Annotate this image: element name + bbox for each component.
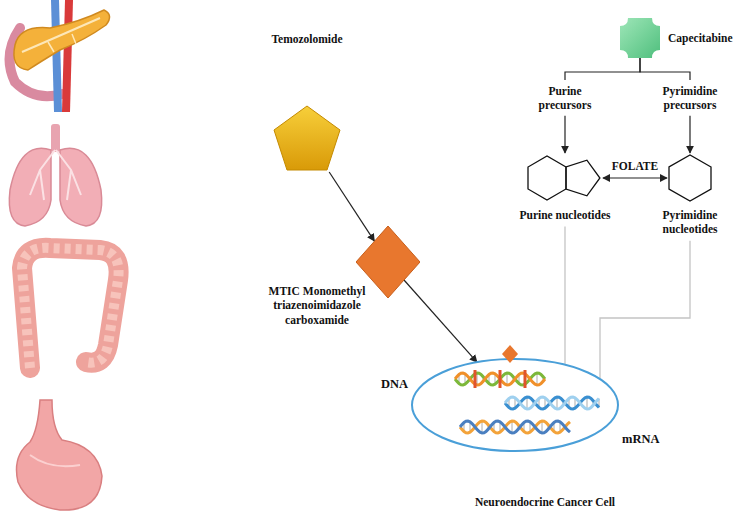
bound-metabolite-diamond [502, 345, 518, 363]
node-label: Purine precursors [529, 84, 601, 113]
node-label: Pyrimidine nucleotides [635, 208, 745, 237]
nucleotide-ring: Purine nucleotides [510, 150, 620, 222]
metabolite-diamond-shape [356, 226, 420, 298]
stomach-illustration [17, 400, 103, 510]
pyrimidine-ring-shape [665, 150, 715, 206]
helix-strand [505, 397, 599, 409]
node-label: Pyrimidine precursors [650, 84, 730, 113]
node-label: Neuroendocrine Cancer Cell [435, 495, 655, 509]
colon-illustration [22, 248, 119, 368]
purine-ring-shape [523, 150, 607, 206]
cell-outline-shape [410, 357, 620, 453]
drug-tile-shape [620, 18, 660, 58]
flow-arrow [329, 172, 374, 241]
lungs-illustration [9, 124, 101, 226]
drug-pentagon-shape [272, 104, 342, 172]
node-label: MTIC Monomethyl triazenoimidazole carbox… [268, 284, 366, 327]
cancer-cell: Neuroendocrine Cancer Cell [410, 357, 620, 453]
bracket-line [640, 58, 690, 80]
flow-arrow [603, 177, 667, 178]
flow-arrow [404, 280, 477, 362]
link-line [564, 226, 565, 363]
precursor-text: Pyrimidine precursors [650, 84, 730, 113]
node-label: Temozolomide [247, 32, 367, 46]
drug-pentagon: Temozolomide [272, 104, 342, 172]
precursor-text: Purine precursors [529, 84, 601, 113]
link-line [600, 241, 690, 378]
flow-arrow [689, 116, 690, 153]
pancreas-illustration [10, 0, 110, 112]
node-label: Purine nucleotides [519, 208, 610, 222]
structure-label: mRNA [622, 432, 660, 448]
helix-strand [505, 397, 599, 409]
flow-arrow [564, 116, 565, 153]
adduct-mark [499, 370, 502, 388]
drug-tile: Capecitabine [620, 18, 660, 58]
adduct-mark [474, 370, 477, 388]
adduct-mark [524, 370, 527, 388]
helix-strand [460, 421, 570, 433]
node-label: Capecitabine [668, 31, 733, 45]
edge-label: FOLATE [610, 159, 660, 173]
bracket-line [565, 58, 640, 80]
metabolite-diamond: MTIC Monomethyl triazenoimidazole carbox… [356, 226, 420, 298]
structure-label: DNA [381, 377, 408, 393]
helix-strand [460, 421, 570, 433]
